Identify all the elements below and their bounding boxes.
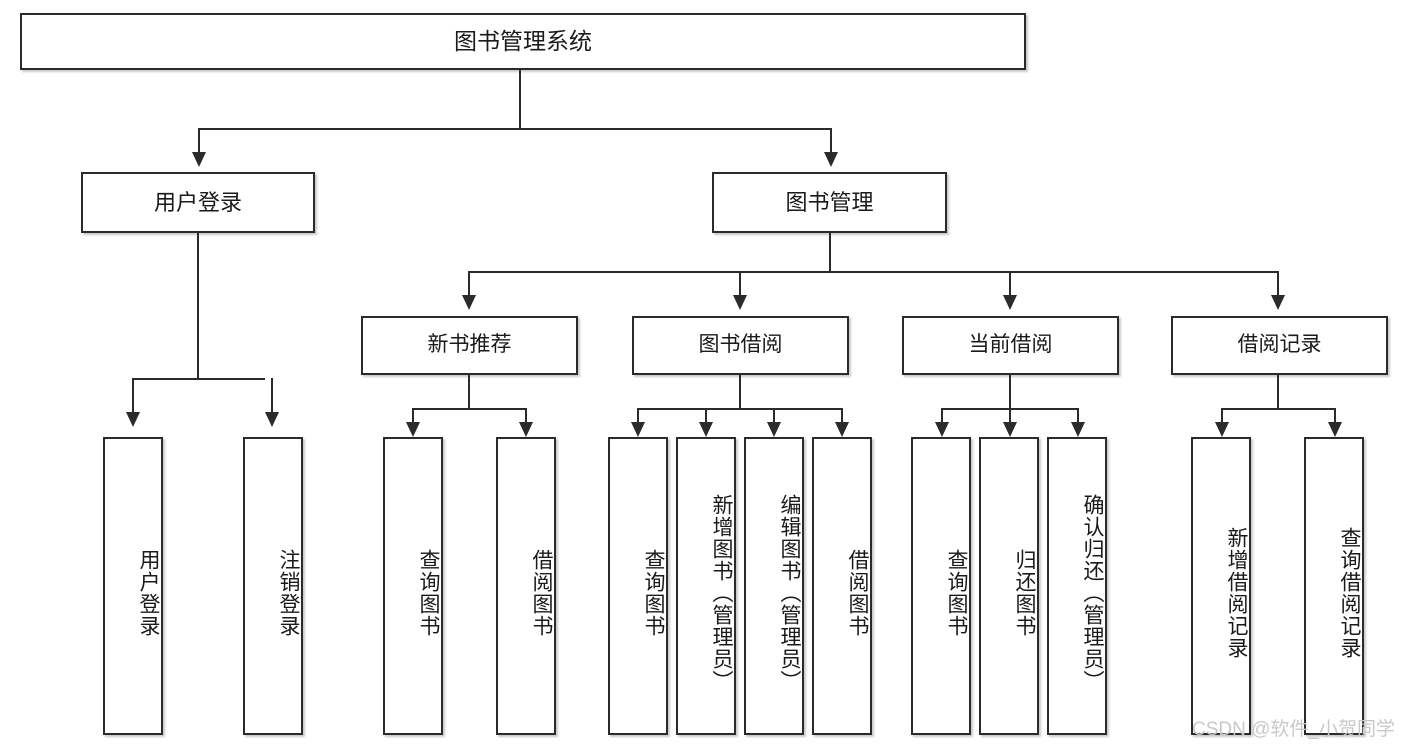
arrowhead-icon — [406, 422, 420, 437]
node-label: 用户登录 — [153, 189, 242, 215]
node-current-borrow[interactable]: 当前借阅 — [902, 316, 1119, 375]
connector-to-borrow-record — [1277, 271, 1279, 297]
connector-to-leaf-user-login — [132, 378, 134, 414]
node-user-login[interactable]: 用户登录 — [81, 172, 315, 233]
node-label: 新书推荐 — [427, 333, 512, 357]
connector-to-leaf-confirm-return — [1077, 408, 1079, 426]
node-label: 用户登录 — [137, 549, 160, 637]
node-new-book-recommend[interactable]: 新书推荐 — [361, 316, 578, 375]
node-label: 图书管理 — [785, 189, 874, 215]
connector-borrow-record-stem — [1277, 375, 1279, 408]
connector-book-borrow-bar — [637, 408, 842, 410]
connector-new-book-rec-bar — [412, 408, 527, 410]
node-borrow-record[interactable]: 借阅记录 — [1171, 316, 1388, 375]
connector-to-leaf-add-record — [1221, 408, 1223, 426]
leaf-add-borrow-record[interactable]: 新增借阅记录 — [1191, 437, 1251, 735]
leaf-borrow-book[interactable]: 借阅图书 — [812, 437, 872, 735]
arrowhead-icon — [767, 422, 781, 437]
connector-book-manage-stem — [829, 233, 831, 271]
arrowhead-icon — [126, 412, 140, 427]
node-label: 查询借阅记录 — [1338, 527, 1361, 659]
connector-to-leaf-edit-book — [773, 408, 775, 426]
connector-root-to-user-login — [198, 128, 200, 154]
connector-user-login-stem — [197, 233, 199, 378]
node-label: 查询图书 — [642, 549, 665, 637]
csdn-watermark: CSDN @软件_小贺同学 — [1192, 719, 1395, 740]
arrowhead-icon — [631, 422, 645, 437]
arrowhead-icon — [1003, 422, 1017, 437]
arrowhead-icon — [1215, 422, 1229, 437]
arrowhead-icon — [1328, 422, 1342, 437]
node-label: 新增借阅记录 — [1225, 527, 1248, 659]
node-root-book-management-system[interactable]: 图书管理系统 — [20, 13, 1026, 70]
connector-to-leaf-return-book — [1009, 408, 1011, 426]
node-label: 注销登录 — [277, 549, 300, 637]
connector-book-manage-bar — [468, 271, 1278, 273]
node-book-management[interactable]: 图书管理 — [712, 172, 947, 233]
node-label: 借阅记录 — [1237, 333, 1322, 357]
arrowhead-icon — [699, 422, 713, 437]
leaf-edit-book-admin[interactable]: 编辑图书（管理员） — [744, 437, 804, 735]
arrowhead-icon — [462, 295, 476, 310]
connector-to-leaf-borrow-book-2 — [841, 408, 843, 426]
connector-borrow-record-bar — [1221, 408, 1336, 410]
node-label: 确认归还（管理员） — [1081, 494, 1104, 692]
connector-current-borrow-stem — [1009, 375, 1011, 408]
arrowhead-icon — [1271, 295, 1285, 310]
node-book-borrow[interactable]: 图书借阅 — [632, 316, 849, 375]
arrowhead-icon — [519, 422, 533, 437]
leaf-query-book-current[interactable]: 查询图书 — [911, 437, 971, 735]
connector-to-leaf-query-book-1 — [412, 408, 414, 426]
connector-new-book-rec-stem — [468, 375, 470, 408]
arrowhead-icon — [1071, 422, 1085, 437]
arrowhead-icon — [935, 422, 949, 437]
node-label: 当前借阅 — [968, 333, 1053, 357]
connector-to-book-borrow — [739, 271, 741, 297]
node-label: 查询图书 — [945, 549, 968, 637]
connector-book-borrow-stem — [739, 375, 741, 408]
connector-user-login-bar — [132, 378, 265, 380]
leaf-add-book-admin[interactable]: 新增图书（管理员） — [676, 437, 736, 735]
leaf-confirm-return-admin[interactable]: 确认归还（管理员） — [1047, 437, 1107, 735]
node-label: 归还图书 — [1013, 549, 1036, 637]
connector-to-current-borrow — [1009, 271, 1011, 297]
leaf-logout[interactable]: 注销登录 — [243, 437, 303, 735]
arrowhead-icon — [265, 412, 279, 427]
node-label: 借阅图书 — [530, 549, 553, 637]
connector-to-leaf-query-book-2 — [637, 408, 639, 426]
leaf-query-book-new-rec[interactable]: 查询图书 — [383, 437, 443, 735]
connector-to-new-book-rec — [468, 271, 470, 297]
connector-to-leaf-query-record — [1334, 408, 1336, 426]
leaf-query-book-borrow[interactable]: 查询图书 — [608, 437, 668, 735]
leaf-borrow-book-new-rec[interactable]: 借阅图书 — [496, 437, 556, 735]
node-label: 借阅图书 — [846, 549, 869, 637]
connector-root-bar — [198, 128, 832, 130]
leaf-return-book[interactable]: 归还图书 — [979, 437, 1039, 735]
arrowhead-icon — [1003, 295, 1017, 310]
node-label: 查询图书 — [417, 549, 440, 637]
arrowhead-icon — [835, 422, 849, 437]
connector-to-leaf-add-book — [705, 408, 707, 426]
leaf-query-borrow-record[interactable]: 查询借阅记录 — [1304, 437, 1364, 735]
connector-root-to-book-manage — [830, 128, 832, 154]
node-label: 图书借阅 — [698, 333, 783, 357]
connector-to-leaf-borrow-book-1 — [525, 408, 527, 426]
node-label: 图书管理系统 — [454, 28, 592, 55]
arrowhead-icon — [824, 152, 838, 167]
connector-root-stem — [519, 70, 521, 128]
leaf-user-login[interactable]: 用户登录 — [103, 437, 163, 735]
node-label: 编辑图书（管理员） — [778, 494, 801, 692]
connector-to-leaf-logout — [271, 378, 273, 414]
connector-to-leaf-query-book-3 — [941, 408, 943, 426]
arrowhead-icon — [192, 152, 206, 167]
node-label: 新增图书（管理员） — [710, 494, 733, 692]
arrowhead-icon — [733, 295, 747, 310]
